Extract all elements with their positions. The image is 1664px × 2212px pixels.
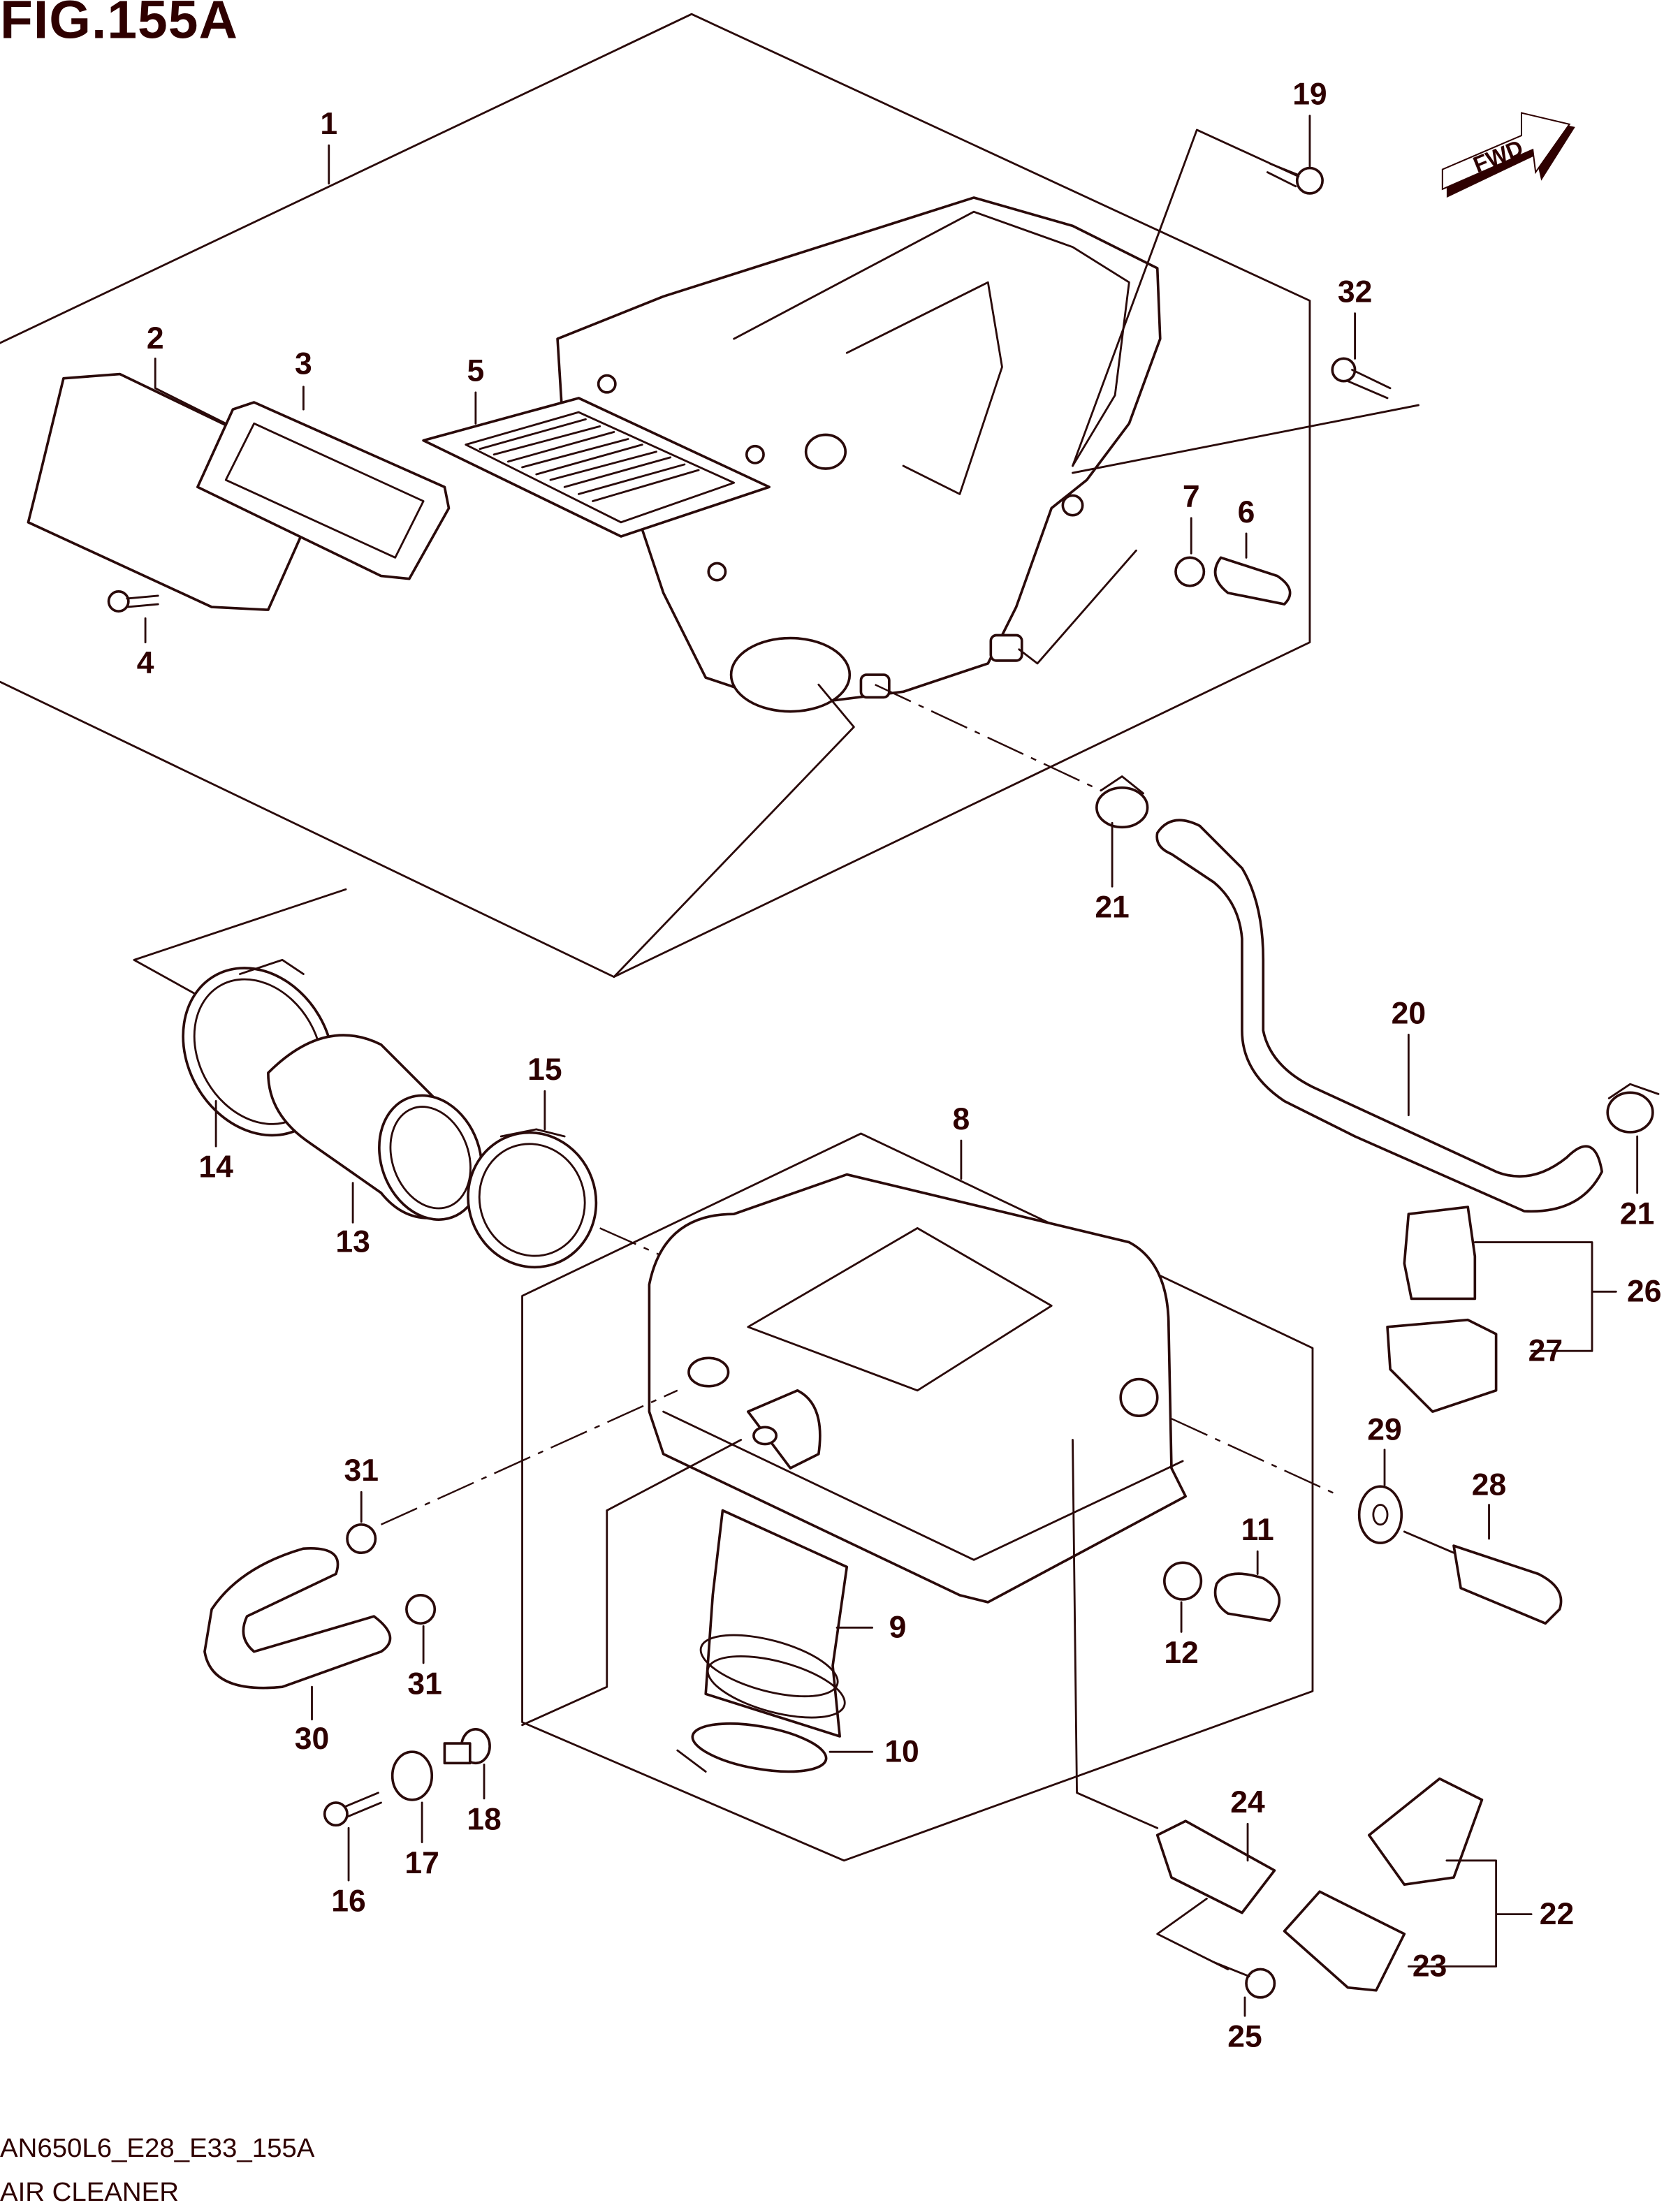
callout-3: 3	[295, 346, 312, 381]
callout-15: 15	[527, 1051, 562, 1087]
clamp-31-upper	[346, 1523, 377, 1555]
callout-24: 24	[1230, 1784, 1265, 1820]
callout-13: 13	[335, 1224, 370, 1259]
sensor-22	[1367, 1777, 1484, 1886]
assembly-outline-8	[521, 1132, 1314, 1862]
callout-28: 28	[1471, 1466, 1507, 1502]
sensor-26	[1403, 1206, 1477, 1301]
clamp-10	[676, 1722, 828, 1773]
callout-4: 4	[136, 645, 154, 681]
callout-31-upper: 31	[344, 1452, 379, 1488]
callout-29: 29	[1367, 1412, 1402, 1447]
callout-32: 32	[1337, 274, 1373, 309]
bolt-16	[323, 1792, 382, 1827]
callout-11: 11	[1241, 1511, 1274, 1548]
callout-25: 25	[1227, 2019, 1262, 2054]
callout-12: 12	[1164, 1634, 1199, 1670]
callout-9: 9	[889, 1609, 907, 1645]
grommet-17	[391, 1750, 434, 1801]
callout-6: 6	[1237, 494, 1255, 529]
callout-21-lower: 21	[1619, 1195, 1655, 1231]
callout-23: 23	[1412, 1948, 1447, 1984]
air-cleaner-case-lower	[648, 1173, 1187, 1604]
callout-31-lower: 31	[407, 1665, 442, 1701]
callout-7: 7	[1182, 478, 1200, 514]
clamp-15	[467, 1128, 598, 1269]
screw-25	[1213, 1961, 1276, 1999]
callout-2: 2	[146, 320, 164, 356]
cap-6	[1213, 556, 1292, 606]
callout-22: 22	[1539, 1896, 1575, 1931]
hose-30	[203, 1546, 392, 1690]
callout-26: 26	[1627, 1273, 1662, 1309]
collar-18	[443, 1728, 491, 1765]
callout-19: 19	[1292, 76, 1327, 112]
callout-30: 30	[294, 1720, 330, 1757]
figure-title: FIG.155A	[0, 0, 238, 51]
bolt-32	[1331, 357, 1392, 400]
callout-14: 14	[198, 1149, 233, 1185]
figure-code: AN650L6_E28_E33_155A	[0, 2134, 315, 2165]
bracket-23	[1283, 1890, 1406, 1992]
assembly-outline-1	[0, 13, 1311, 979]
clamp-21-upper	[1095, 775, 1149, 829]
temp-sensor-28	[1403, 1530, 1563, 1625]
washer-29	[1357, 1485, 1403, 1544]
clamp-21-lower	[1606, 1083, 1660, 1134]
breather-hose-20	[1155, 819, 1603, 1213]
seal-gasket	[196, 401, 451, 580]
air-filter-element	[422, 391, 771, 538]
screw-4	[107, 590, 159, 613]
cap-11	[1213, 1572, 1281, 1623]
figure-name: AIR CLEANER	[0, 2178, 179, 2209]
clamp-7	[1174, 556, 1206, 587]
callout-21-upper: 21	[1095, 889, 1130, 925]
callout-8: 8	[952, 1101, 970, 1136]
intake-duct-9	[699, 1509, 849, 1738]
air-cleaner-case-upper	[556, 196, 1162, 713]
callout-27: 27	[1528, 1332, 1563, 1368]
clamp-31-lower	[405, 1594, 437, 1625]
callout-1: 1	[320, 105, 338, 142]
callout-10: 10	[884, 1733, 919, 1769]
intake-boot-13	[267, 1034, 483, 1221]
bolt-19	[1266, 163, 1324, 195]
callout-17: 17	[404, 1845, 439, 1881]
callout-20: 20	[1391, 995, 1426, 1031]
clip-24	[1155, 1819, 1276, 1914]
callout-18: 18	[467, 1801, 502, 1837]
bracket-27	[1386, 1318, 1498, 1413]
clamp-12	[1163, 1561, 1203, 1601]
callout-5: 5	[467, 353, 485, 388]
callout-16: 16	[331, 1883, 366, 1919]
forward-arrow-icon	[1441, 112, 1575, 198]
